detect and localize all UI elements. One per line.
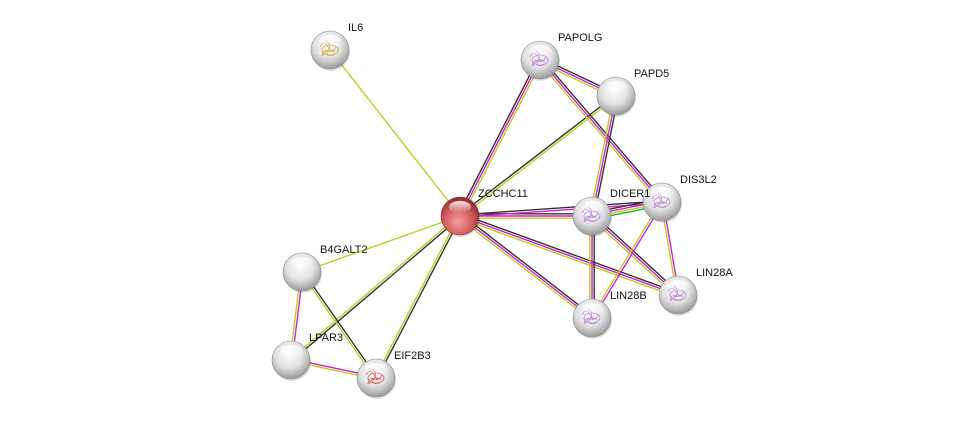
edge-evidence-experiments: [539, 59, 663, 203]
node-highlight: [667, 280, 689, 292]
edge-zcchc11-b4galt2[interactable]: [301, 215, 461, 273]
edge-evidence-coexpression: [457, 58, 539, 216]
node-label: DICER1: [610, 188, 650, 200]
edge-evidence-coexpression: [460, 213, 594, 317]
edge-evidence-coexpression: [376, 216, 462, 379]
edge-papolg-dis3l2[interactable]: [537, 58, 665, 204]
node-highlight: [319, 35, 341, 47]
node-papd5[interactable]: [596, 76, 636, 117]
edge-dis3l2-lin28b[interactable]: [590, 201, 664, 319]
node-dicer1[interactable]: [572, 196, 612, 237]
edge-evidence-textmining: [300, 272, 376, 380]
edge-evidence-coexpression: [460, 213, 679, 294]
node-il6[interactable]: [310, 30, 350, 71]
edge-evidence-textmining: [329, 49, 461, 217]
node-label: EIF2B3: [394, 350, 431, 362]
edge-evidence-textmining: [537, 60, 661, 204]
node-lpar3[interactable]: [271, 340, 311, 381]
edge-zcchc11-papd5[interactable]: [458, 94, 618, 218]
edge-evidence-textmining: [461, 60, 543, 218]
node-eif2b3[interactable]: [356, 358, 396, 399]
edge-zcchc11-lin28a[interactable]: [459, 213, 679, 298]
edge-dicer1-lin28a[interactable]: [590, 213, 680, 298]
node-label: LIN28A: [696, 267, 733, 279]
edge-zcchc11-eif2b3[interactable]: [374, 215, 462, 379]
node-label: PAPOLG: [558, 32, 602, 44]
edge-evidence-coexpression: [541, 58, 665, 202]
edge-evidence-experiments: [459, 215, 593, 319]
node-label: IL6: [348, 22, 363, 34]
node-highlight: [581, 303, 603, 315]
edge-evidence-coexpression: [593, 96, 619, 217]
edge-evidence-textmining: [589, 95, 615, 216]
node-label: PAPD5: [634, 68, 669, 80]
node-highlight: [529, 45, 551, 57]
edge-zcchc11-papolg[interactable]: [457, 58, 543, 218]
node-papolg[interactable]: [520, 40, 560, 81]
edge-b4galt2-eif2b3[interactable]: [300, 270, 378, 380]
edge-evidence-experiments: [592, 202, 664, 319]
node-lin28b[interactable]: [572, 298, 612, 339]
edge-evidence-textmining: [301, 215, 461, 273]
edge-evidence-textmining: [459, 217, 678, 298]
edge-zcchc11-il6[interactable]: [329, 49, 461, 217]
edge-evidence-experiments: [591, 215, 679, 296]
node-b4galt2[interactable]: [282, 252, 322, 293]
nodes-layer: [271, 30, 698, 399]
edge-evidence-coexpression: [302, 270, 378, 378]
node-highlight: [365, 363, 387, 375]
edge-evidence-textmining: [374, 215, 460, 378]
edge-evidence-textmining: [289, 214, 460, 360]
edge-evidence-textmining: [460, 96, 618, 218]
edge-evidence-experiments: [459, 215, 679, 296]
edge-evidence-experiments: [459, 59, 541, 217]
node-highlight: [651, 187, 673, 199]
node-highlight: [280, 345, 302, 357]
edge-evidence-coexpression: [459, 200, 662, 216]
edge-zcchc11-lpar3[interactable]: [289, 214, 462, 362]
node-highlight: [581, 201, 603, 213]
edge-evidence-textmining: [458, 217, 592, 321]
node-zcchc11[interactable]: [440, 196, 480, 237]
node-highlight: [449, 201, 471, 213]
node-label: LIN28B: [610, 290, 647, 302]
node-highlight: [605, 81, 627, 93]
node-label: DIS3L2: [680, 174, 717, 186]
edge-evidence-textmining: [590, 201, 662, 318]
edge-evidence-coexpression: [593, 213, 680, 294]
edge-evidence-experiments: [591, 95, 617, 217]
node-label: LPAR3: [309, 332, 343, 344]
edge-zcchc11-lin28b[interactable]: [458, 213, 594, 321]
edge-evidence-textmining: [590, 217, 677, 298]
edge-evidence-coexpression: [291, 216, 462, 362]
node-dis3l2[interactable]: [642, 182, 682, 223]
node-highlight: [291, 257, 313, 269]
edge-papd5-dicer1[interactable]: [589, 95, 619, 217]
node-label: ZCCHC11: [478, 188, 528, 200]
edge-evidence-coexpression: [458, 94, 616, 216]
node-label: B4GALT2: [320, 244, 368, 256]
node-lin28a[interactable]: [658, 275, 698, 316]
